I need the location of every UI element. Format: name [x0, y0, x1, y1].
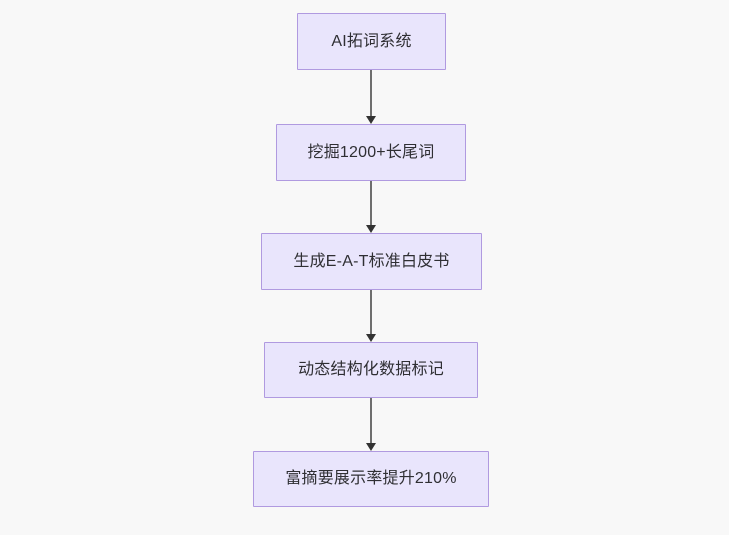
flow-node-ai-keyword-system[interactable]: AI拓词系统 [297, 13, 446, 70]
arrowhead-icon [366, 443, 376, 451]
flow-node-generate-eat-whitepaper[interactable]: 生成E-A-T标准白皮书 [261, 233, 482, 290]
arrowhead-icon [366, 116, 376, 124]
flow-node-mine-longtail-keywords[interactable]: 挖掘1200+长尾词 [276, 124, 466, 181]
flow-node-label: AI拓词系统 [331, 32, 412, 50]
flow-node-label: 挖掘1200+长尾词 [307, 143, 435, 161]
edge-line [369, 70, 373, 116]
edge-line [369, 398, 373, 443]
flow-node-label: 富摘要展示率提升210% [285, 470, 457, 488]
arrowhead-icon [366, 334, 376, 342]
edge-line [369, 290, 373, 334]
arrowhead-icon [366, 225, 376, 233]
flow-node-label: 生成E-A-T标准白皮书 [293, 252, 450, 270]
edge-line [369, 181, 373, 225]
flow-node-rich-snippet-rate-increase[interactable]: 富摘要展示率提升210% [253, 451, 489, 507]
flow-node-label: 动态结构化数据标记 [298, 361, 444, 379]
flow-node-dynamic-structured-data-markup[interactable]: 动态结构化数据标记 [264, 342, 478, 398]
